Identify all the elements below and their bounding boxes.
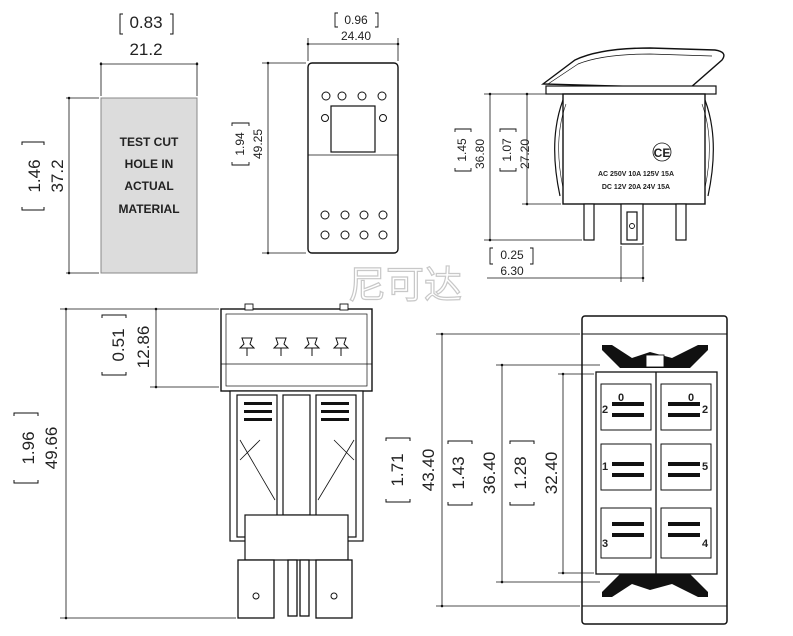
front-width-mm: 24.40	[341, 29, 371, 43]
cutout-label-line-2: HOLE IN	[125, 157, 174, 171]
cutout-hole	[100, 97, 198, 274]
side-inner-in: 1.07	[500, 138, 514, 162]
front-width-in: 0.96	[344, 13, 368, 27]
cutout-height-in: 1.46	[25, 159, 44, 192]
bl-total-mm: 49.66	[42, 427, 61, 470]
front-view: 0.96 24.40 1.94 49.25	[231, 12, 400, 255]
cutout-width-mm: 21.2	[129, 40, 162, 59]
front-height-mm: 49.25	[251, 129, 265, 159]
rating-line-2: DC 12V 20A 24V 15A	[602, 184, 670, 191]
side-terminal-in: 0.25	[500, 248, 524, 262]
cutout-label-line-3: ACTUAL	[124, 179, 173, 193]
br-inner-in: 1.28	[511, 456, 530, 489]
br-inner-mm: 32.40	[542, 452, 561, 495]
cutout-label-line-1: TEST CUT	[120, 135, 179, 149]
rear-view: 0 0 2 2 1 5 3 4 1.71 43.40 1.43 36.40 1.…	[385, 315, 728, 625]
ce-mark: CE	[654, 146, 671, 160]
br-outer-in: 1.71	[388, 453, 407, 486]
pin-label-8: 4	[702, 538, 709, 550]
side-terminal-mm: 6.30	[500, 264, 524, 278]
pin-label-4: 2	[702, 404, 708, 416]
bottom-side-view: 1.96 49.66 0.51 12.86	[13, 303, 373, 620]
side-outer-in: 1.45	[455, 138, 469, 162]
watermark: 尼可达	[348, 263, 462, 307]
side-outer-mm: 36.80	[473, 139, 487, 169]
bl-top-in: 0.51	[109, 328, 128, 361]
pin-label-7: 3	[602, 538, 608, 550]
rating-line-1: AC 250V 10A 125V 15A	[598, 171, 674, 178]
pin-label-1: 0	[618, 392, 624, 404]
cutout-label-line-4: MATERIAL	[118, 202, 179, 216]
side-inner-mm: 27.20	[518, 139, 532, 169]
pin-label-3: 2	[602, 404, 608, 416]
br-middle-mm: 36.40	[480, 452, 499, 495]
cutout-height-mm: 37.2	[48, 159, 67, 192]
front-lens	[330, 105, 376, 153]
cutout-width-in: 0.83	[129, 13, 162, 32]
side-view: CE AC 250V 10A 125V 15A DC 12V 20A 24V 1…	[454, 47, 725, 282]
pin-label-6: 5	[702, 461, 708, 473]
front-height-in: 1.94	[233, 132, 247, 156]
bl-top-mm: 12.86	[134, 326, 153, 369]
br-outer-mm: 43.40	[419, 449, 438, 492]
pin-label-2: 0	[688, 392, 694, 404]
cutout-view: TEST CUT HOLE IN ACTUAL MATERIAL 0.83 21…	[21, 13, 199, 275]
bl-total-in: 1.96	[19, 431, 38, 464]
br-middle-in: 1.43	[449, 456, 468, 489]
rocker-actuator	[540, 47, 725, 89]
pin-label-5: 1	[602, 461, 608, 473]
